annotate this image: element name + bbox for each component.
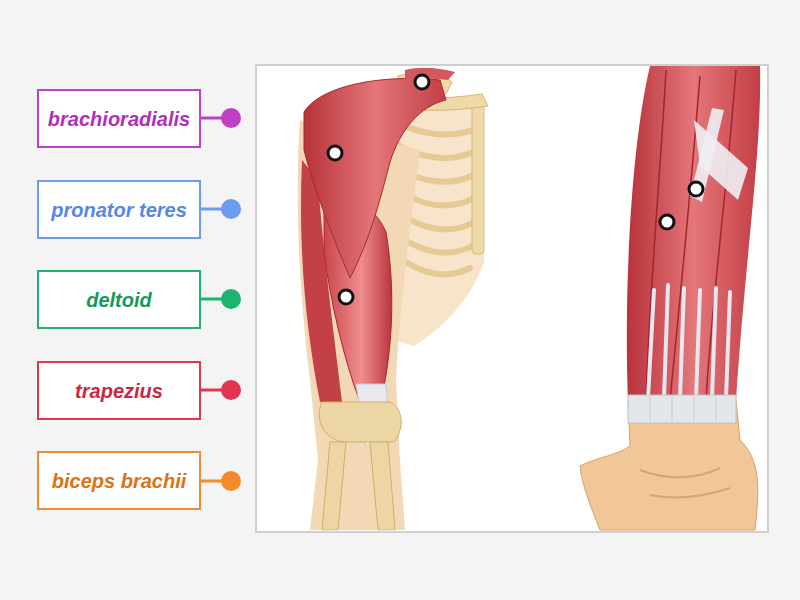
- deltoid-muscle: [304, 78, 446, 278]
- tendon: [648, 290, 654, 398]
- label-dot: [221, 289, 241, 309]
- tendon: [664, 285, 668, 398]
- retinaculum-line: [672, 397, 673, 421]
- radius: [370, 442, 395, 530]
- rib: [402, 238, 476, 253]
- tendons: [648, 285, 730, 398]
- tendon: [680, 288, 684, 398]
- label-text: brachioradialis: [48, 107, 190, 131]
- label-box: brachioradialis: [37, 89, 201, 148]
- label-text: biceps brachii: [52, 469, 187, 493]
- forearm-muscles: [627, 66, 760, 400]
- palm-crease: [650, 488, 730, 498]
- label-dots: [201, 108, 241, 491]
- label-text: pronator teres: [51, 198, 187, 222]
- drop-marker: [339, 290, 353, 304]
- ulna: [322, 442, 346, 530]
- label-box: trapezius: [37, 361, 201, 420]
- tendon: [726, 292, 730, 398]
- aponeurosis: [690, 108, 724, 202]
- retinaculum-line: [716, 397, 717, 421]
- drop-marker: [328, 146, 342, 160]
- sternum: [472, 104, 484, 254]
- drop-marker: [660, 215, 674, 229]
- retinaculum-line: [650, 397, 651, 421]
- muscle-divisions: [646, 70, 736, 400]
- trapezius-muscle: [405, 68, 455, 80]
- drop-markers: [328, 75, 703, 304]
- tendon: [712, 288, 716, 398]
- upper-arm-figure: [298, 68, 488, 530]
- rib: [406, 262, 470, 274]
- label-dot: [221, 199, 241, 219]
- label-text: trapezius: [75, 379, 163, 403]
- retinaculum-line: [694, 397, 695, 421]
- rib: [400, 214, 478, 229]
- label-box: biceps brachii: [37, 451, 201, 510]
- image-panel: [256, 65, 768, 532]
- label-text: deltoid: [86, 288, 152, 312]
- label-dot: [221, 471, 241, 491]
- tendon: [696, 290, 700, 398]
- drop-marker: [689, 182, 703, 196]
- elbow-bone: [319, 402, 401, 442]
- palm-crease: [640, 468, 720, 477]
- forearm-figure: [580, 66, 760, 530]
- label-dot: [221, 108, 241, 128]
- retinaculum: [628, 395, 736, 423]
- label-dot: [221, 380, 241, 400]
- drop-marker: [415, 75, 429, 89]
- label-box: pronator teres: [37, 180, 201, 239]
- label-box: deltoid: [37, 270, 201, 329]
- muscle-division: [646, 70, 666, 400]
- retinaculum-lines: [650, 397, 716, 421]
